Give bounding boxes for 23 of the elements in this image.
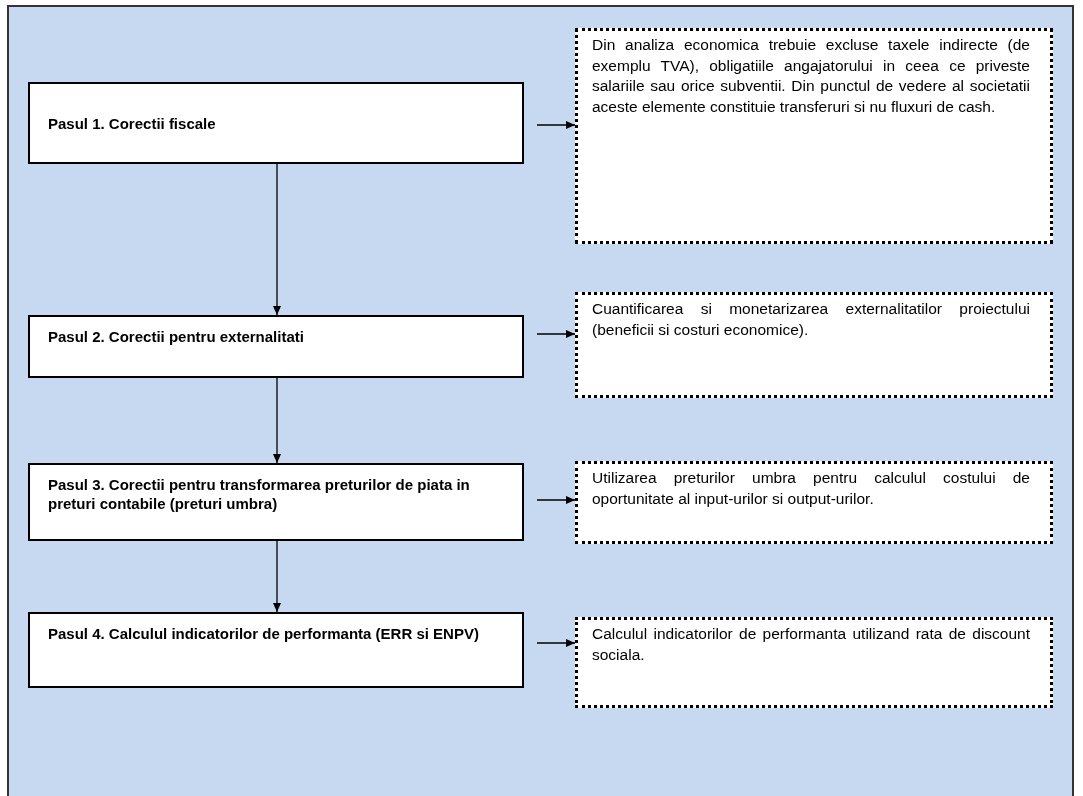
arrow [273,540,281,613]
note-text: Utilizarea preturilor umbra pentru calculul costului de oportunitate al input-urilor si output-urilor. [592,469,1030,507]
note-text: Din analiza economica trebuie excluse taxele indirecte (de exemplu TVA), obligatiile angajatorului in ceea ce priveste salariile sau orice subventii. Din punctul de vedere al societatii aceste elemente constituie transferuri si nu fluxuri de cash. [592,36,1030,115]
step-title: Pasul 2. Corectii pentru externalitati [48,327,304,346]
step-box [28,463,524,541]
arrow [273,163,281,316]
note-box [575,461,1053,544]
arrow [536,330,576,338]
note-box [575,28,1053,244]
step-box [28,82,524,164]
step-title: Pasul 4. Calculul indicatorilor de performanta (ERR si ENPV) [48,624,479,643]
step-title: Pasul 1. Corectii fiscale [48,113,216,133]
step-box [28,612,524,688]
arrow [536,121,576,129]
note-text: Cuantificarea si monetarizarea externalitatilor proiectului (beneficii si costuri economice). [592,300,1030,338]
note-box [575,292,1053,398]
note-box [575,617,1053,708]
note-text: Calculul indicatorilor de performanta utilizand rata de discount sociala. [592,625,1030,663]
step-box [28,315,524,378]
arrow [536,496,576,504]
step-title: Pasul 3. Corectii pentru transformarea preturilor de piata in preturi contabile (preturi umbra) [48,475,471,513]
arrow [536,639,576,647]
arrow [273,377,281,464]
